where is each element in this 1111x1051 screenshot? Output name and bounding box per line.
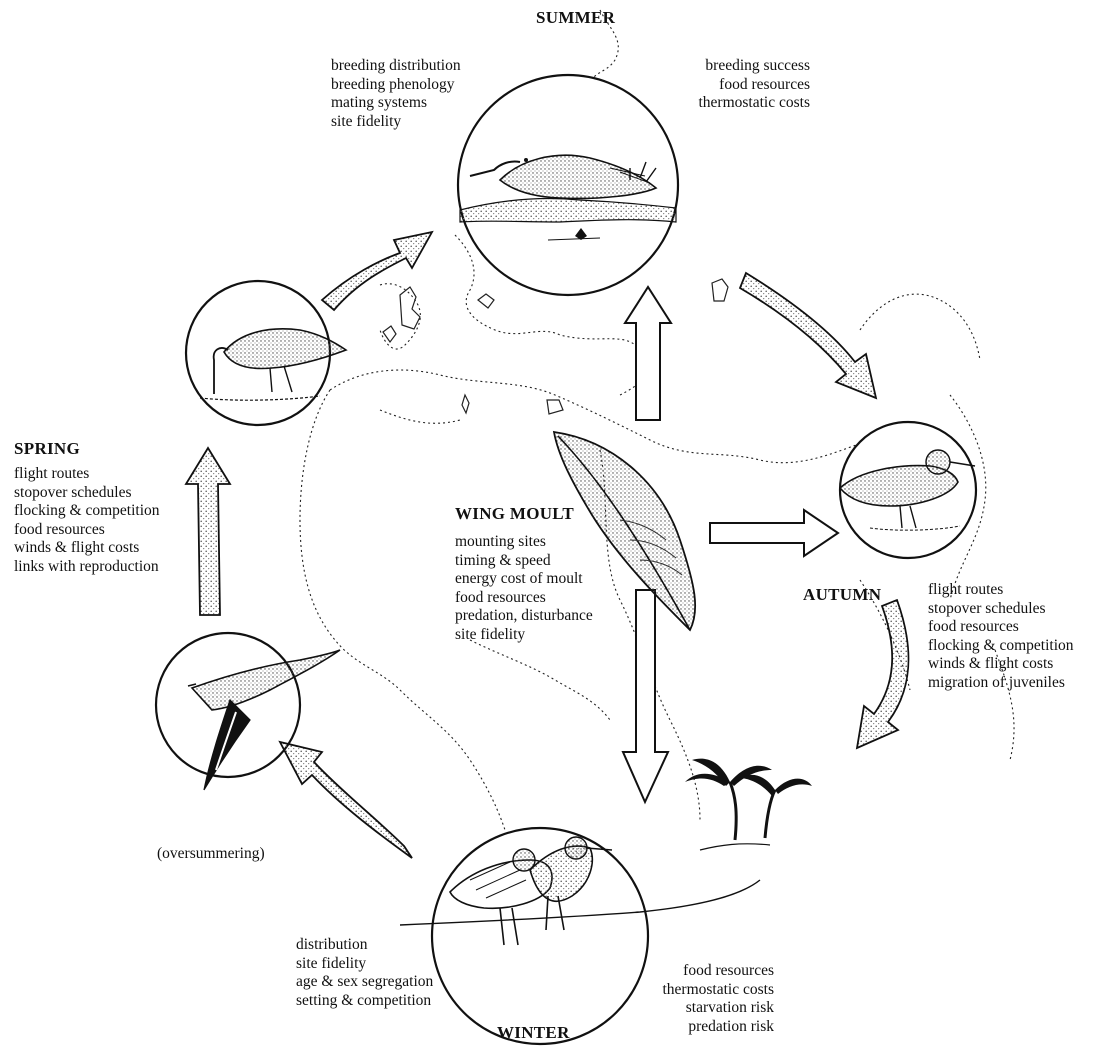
europe-fragments xyxy=(383,279,728,414)
list-item: food resources xyxy=(928,618,1074,637)
palm-trees-icon xyxy=(685,759,812,850)
autumn-heading: AUTUMN xyxy=(803,585,881,605)
moult-up-arrow xyxy=(625,287,671,420)
list-item: migration of juveniles xyxy=(928,674,1074,693)
list-item: winds & flight costs xyxy=(14,539,160,558)
list-item: food resources xyxy=(699,76,811,95)
list-item: distribution xyxy=(296,936,433,955)
winter-heading: WINTER xyxy=(497,1023,570,1043)
list-item: energy cost of moult xyxy=(455,570,593,589)
list-item: flight routes xyxy=(928,581,1074,600)
list-item: site fidelity xyxy=(331,113,461,132)
list-item: food resources xyxy=(14,521,160,540)
list-item: winds & flight costs xyxy=(928,655,1074,674)
list-item: timing & speed xyxy=(455,552,593,571)
list-item: breeding success xyxy=(699,57,811,76)
spring-upward-arrow xyxy=(186,448,230,615)
list-item: breeding distribution xyxy=(331,57,461,76)
list-item: predation, disturbance xyxy=(455,607,593,626)
list-item: food resources xyxy=(455,589,593,608)
list-item: setting & competition xyxy=(296,992,433,1011)
list-item: thermostatic costs xyxy=(699,94,811,113)
autumn-to-winter-arrow xyxy=(857,600,909,748)
oversummering-label: (oversummering) xyxy=(157,845,265,864)
summer-to-autumn-arrow xyxy=(740,273,876,398)
list-item: flocking & competition xyxy=(928,637,1074,656)
autumn-list: flight routes stopover schedules food re… xyxy=(928,581,1074,693)
list-item: links with reproduction xyxy=(14,558,160,577)
list-item: site fidelity xyxy=(296,955,433,974)
winter-to-oversummering-arrow xyxy=(280,742,412,858)
list-item: starvation risk xyxy=(663,999,775,1018)
list-item: stopover schedules xyxy=(928,600,1074,619)
summer-right-list: breeding success food resources thermost… xyxy=(699,57,811,113)
list-item: mounting sites xyxy=(455,533,593,552)
list-item: flocking & competition xyxy=(14,502,160,521)
spring-list: flight routes stopover schedules flockin… xyxy=(14,465,160,577)
list-item: thermostatic costs xyxy=(663,981,775,1000)
list-item: site fidelity xyxy=(455,626,593,645)
list-item: stopover schedules xyxy=(14,484,160,503)
list-item: food resources xyxy=(663,962,775,981)
spring-heading: SPRING xyxy=(14,439,80,459)
winter-right-list: food resources thermostatic costs starva… xyxy=(663,962,775,1036)
list-item: age & sex segregation xyxy=(296,973,433,992)
summer-left-list: breeding distribution breeding phenology… xyxy=(331,57,461,131)
moult-right-arrow xyxy=(710,510,838,556)
list-item: mating systems xyxy=(331,94,461,113)
list-item: flight routes xyxy=(14,465,160,484)
list-item: breeding phenology xyxy=(331,76,461,95)
wing-moult-list: mounting sites timing & speed energy cos… xyxy=(455,533,593,645)
winter-left-list: distribution site fidelity age & sex seg… xyxy=(296,936,433,1010)
wing-moult-heading: WING MOULT xyxy=(455,504,574,524)
summer-heading: SUMMER xyxy=(536,8,615,28)
list-item: predation risk xyxy=(663,1018,775,1037)
